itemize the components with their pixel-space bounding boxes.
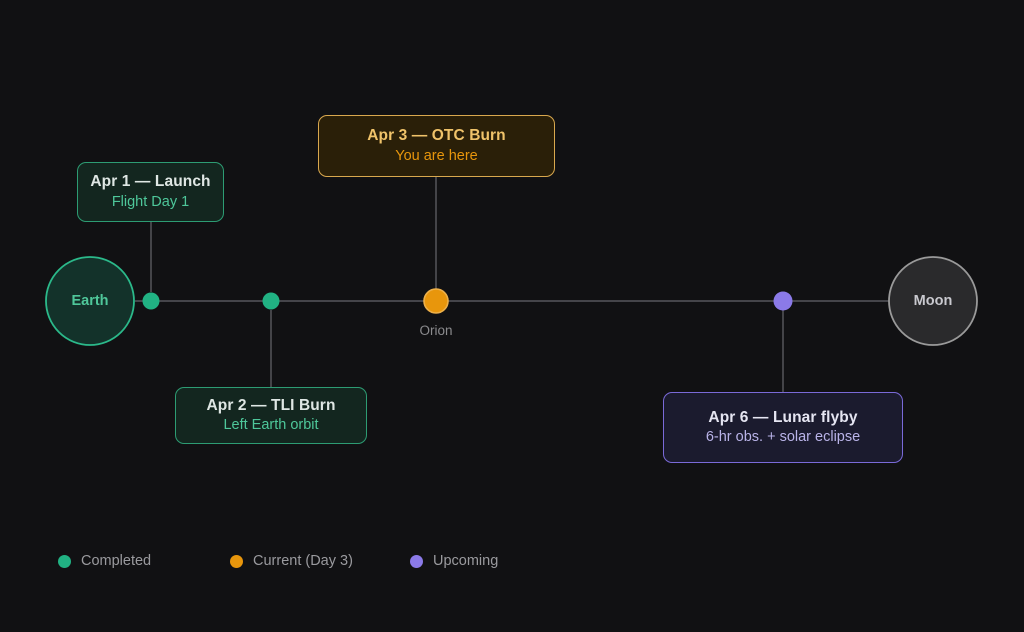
event-card-subtitle: You are here xyxy=(395,147,478,164)
event-card-title: Apr 2 — TLI Burn xyxy=(206,396,336,414)
event-card-title: Apr 3 — OTC Burn xyxy=(367,127,506,145)
legend-label: Completed xyxy=(81,553,152,569)
event-card-title: Apr 1 — Launch xyxy=(90,173,211,191)
event-card-subtitle: Left Earth orbit xyxy=(223,417,319,434)
legend-label: Current (Day 3) xyxy=(253,553,353,569)
body-earth xyxy=(45,256,135,346)
spacecraft-label-orion: Orion xyxy=(419,323,453,338)
event-card-subtitle: 6-hr obs. + solar eclipse xyxy=(705,429,861,446)
spacecraft-marker-orion[interactable] xyxy=(423,288,449,314)
node-launch[interactable] xyxy=(142,292,160,310)
node-lunar-flyby[interactable] xyxy=(773,291,793,311)
body-label-earth: Earth xyxy=(71,293,109,309)
event-card-tli-burn[interactable]: Apr 2 — TLI Burn Left Earth orbit xyxy=(175,387,367,444)
legend-item-completed: Completed xyxy=(58,553,151,569)
event-card-subtitle: Flight Day 1 xyxy=(111,193,190,210)
event-card-launch[interactable]: Apr 1 — Launch Flight Day 1 xyxy=(77,162,224,222)
legend-dot-icon xyxy=(410,554,423,568)
legend-dot-icon xyxy=(230,554,243,568)
legend-item-current: Current (Day 3) xyxy=(230,553,353,569)
body-moon xyxy=(888,256,978,346)
event-card-otc-burn[interactable]: Apr 3 — OTC Burn You are here xyxy=(318,115,555,177)
event-card-title: Apr 6 — Lunar flyby xyxy=(708,408,858,426)
legend-label: Upcoming xyxy=(433,553,499,569)
legend-item-upcoming: Upcoming xyxy=(410,553,498,569)
legend-dot-icon xyxy=(58,554,71,568)
node-tli-burn[interactable] xyxy=(262,292,280,310)
event-card-lunar-flyby[interactable]: Apr 6 — Lunar flyby 6-hr obs. + solar ec… xyxy=(663,392,903,463)
body-label-moon: Moon xyxy=(913,293,953,309)
